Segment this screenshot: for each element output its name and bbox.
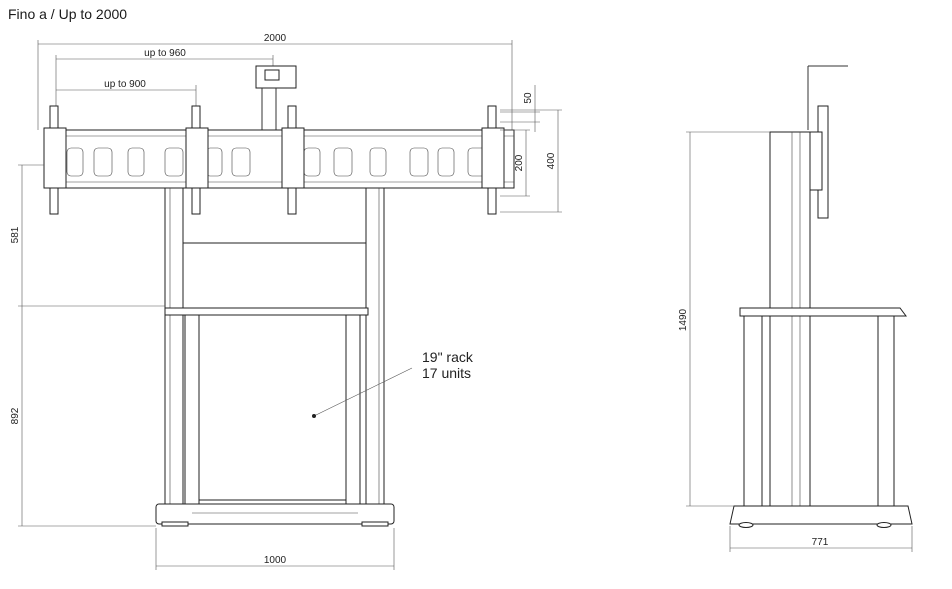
left-dimension-lines xyxy=(18,164,165,527)
dim-771-label: 771 xyxy=(812,537,829,548)
rack-leader-dot xyxy=(312,414,316,418)
front-base xyxy=(155,503,395,527)
dim-200-label: 200 xyxy=(514,154,525,171)
rack-frame xyxy=(184,314,361,507)
drawing-title: Fino a / Up to 2000 xyxy=(8,6,128,22)
rack-note-line1: 19" rack xyxy=(422,349,474,365)
rack-note-line2: 17 units xyxy=(422,365,471,381)
side-column xyxy=(769,131,811,509)
side-view xyxy=(686,65,913,552)
dim-50-label: 50 xyxy=(523,92,534,104)
dim-400-label: 400 xyxy=(546,152,557,169)
dim-581-label: 581 xyxy=(10,226,21,243)
dim-900-label: up to 900 xyxy=(104,79,146,90)
display-brackets xyxy=(43,105,505,215)
dim-1490-label: 1490 xyxy=(678,308,689,331)
shelf-top xyxy=(164,307,369,316)
side-shelf xyxy=(739,307,907,317)
front-uprights xyxy=(164,187,385,505)
dim-2000-label: 2000 xyxy=(264,33,287,44)
side-cabinet-left xyxy=(743,315,763,507)
side-cabinet-right xyxy=(877,315,895,507)
dim-960-label: up to 960 xyxy=(144,48,186,59)
side-base xyxy=(729,505,913,525)
shelf-panel xyxy=(182,242,367,309)
dim-1000-label: 1000 xyxy=(264,555,287,566)
rack-leader-line xyxy=(313,367,413,417)
side-monitor-bracket xyxy=(809,131,823,191)
dim-892-label: 892 xyxy=(10,407,21,424)
bottom-dimension-lines xyxy=(155,528,395,570)
height-dimension-lines xyxy=(500,85,562,213)
top-bracket-window xyxy=(264,69,280,81)
side-top-hook xyxy=(807,65,848,130)
mounting-bar xyxy=(45,129,515,189)
width-dimension-lines xyxy=(37,40,513,130)
front-view xyxy=(18,40,562,570)
